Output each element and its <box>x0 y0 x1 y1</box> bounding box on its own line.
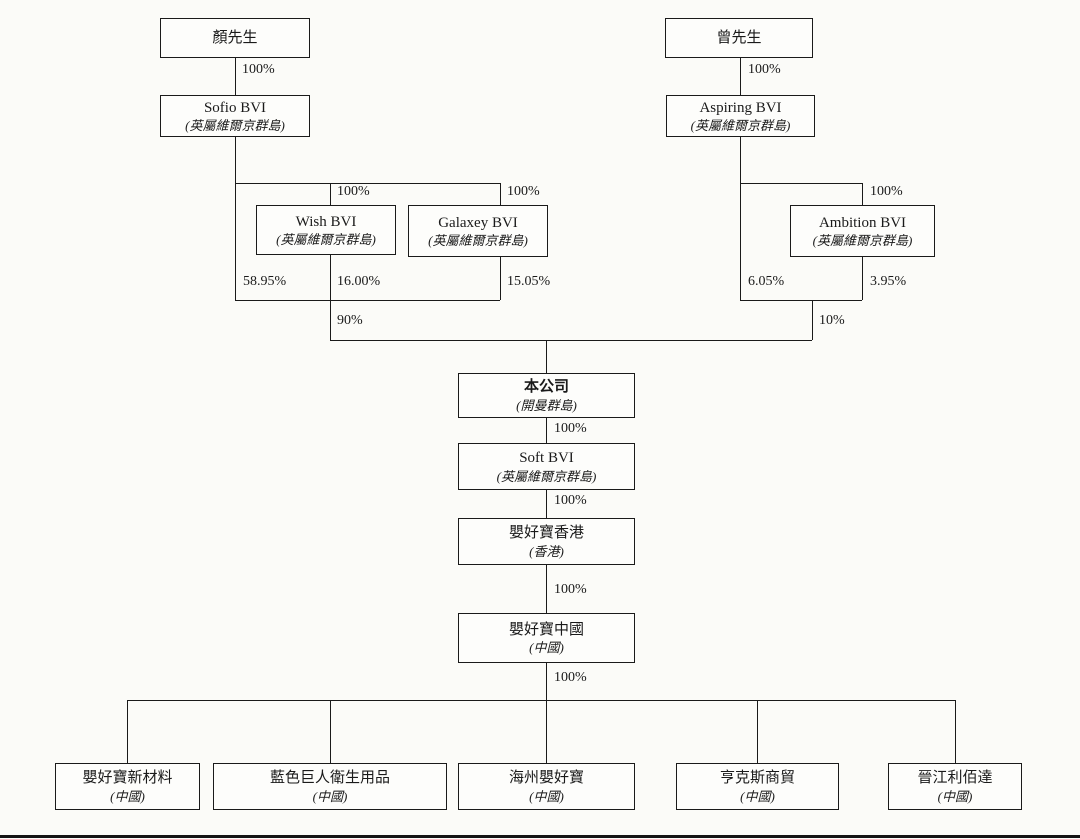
node-label-mr-zeng: 曾先生 <box>716 29 762 46</box>
connector-soft-to-hk <box>546 490 547 518</box>
node-label-sub-blue-giant: 藍色巨人衛生用品 <box>269 770 390 787</box>
node-sublabel-china-company: (中國) <box>529 640 564 655</box>
node-hk-company: 嬰好寶香港(香港) <box>458 518 635 565</box>
connector-into-sub-hengkesi <box>757 700 758 763</box>
percentage-label-pct-yan-sofio: 100% <box>242 62 275 77</box>
connector-aspiring-down <box>740 137 741 300</box>
percentage-label-pct-wish: 100% <box>337 184 370 199</box>
connector-into-sub-haizhou <box>546 700 547 763</box>
connector-into-wish <box>330 183 331 205</box>
node-sub-materials: 嬰好寶新材料(中國) <box>55 763 200 810</box>
node-label-hk-company: 嬰好寶香港 <box>508 525 584 542</box>
connector-yan-to-sofio <box>235 58 236 95</box>
percentage-label-pct-galaxey: 100% <box>507 184 540 199</box>
node-label-galaxey-bvi: Galaxey BVI <box>438 214 518 231</box>
node-sub-blue-giant: 藍色巨人衛生用品(中國) <box>213 763 447 810</box>
node-sub-haizhou: 海州嬰好寶(中國) <box>458 763 635 810</box>
connector-into-ambition <box>862 183 863 205</box>
node-label-sub-jinjiang: 晉江利佰達 <box>917 770 993 787</box>
page-bottom-rule <box>0 835 1080 838</box>
percentage-label-pct-hk-china: 100% <box>554 582 587 597</box>
percentage-label-pct-ambition: 100% <box>870 184 903 199</box>
connector-china-down <box>546 663 547 700</box>
node-mr-yan: 顏先生 <box>160 18 310 58</box>
percentage-label-pct-right-total: 10% <box>819 313 845 328</box>
connector-left-90-down <box>330 300 331 340</box>
percentage-label-pct-soft-hk: 100% <box>554 493 587 508</box>
connector-sofio-down <box>235 137 236 300</box>
node-soft-bvi: Soft BVI(英屬維爾京群島) <box>458 443 635 490</box>
connector-right-10-down <box>812 300 813 340</box>
node-galaxey-bvi: Galaxey BVI (英屬維爾京群島) <box>408 205 548 257</box>
connector-into-sub-materials <box>127 700 128 763</box>
node-label-the-company: 本公司 <box>523 379 569 396</box>
node-sublabel-sub-haizhou: (中國) <box>529 788 564 804</box>
node-label-wish-bvi: Wish BVI <box>295 213 357 230</box>
percentage-label-pct-ambition-holding: 3.95% <box>870 274 907 289</box>
node-sublabel-sub-hengkesi: (中國) <box>740 788 775 804</box>
percentage-label-pct-china-subs: 100% <box>554 670 587 685</box>
node-ambition-bvi: Ambition BVI (英屬維爾京群島) <box>790 205 935 257</box>
node-sublabel-ambition-bvi: (英屬維爾京群島) <box>812 233 913 248</box>
connector-join-left <box>235 300 500 301</box>
connector-wish-down <box>330 255 331 300</box>
connector-branch-right <box>740 183 862 184</box>
node-label-soft-bvi: Soft BVI <box>519 450 574 467</box>
connector-branch-left <box>235 183 500 184</box>
connector-zeng-to-aspiring <box>740 58 741 95</box>
connector-hk-to-china <box>546 565 547 613</box>
node-sublabel-the-company: (開曼群島) <box>516 397 577 413</box>
node-sublabel-galaxey-bvi: (英屬維爾京群島) <box>428 233 528 248</box>
percentage-label-pct-aspiring-direct: 6.05% <box>748 274 785 289</box>
node-sub-hengkesi: 亨克斯商貿(中國) <box>676 763 839 810</box>
node-china-company: 嬰好寶中國 (中國) <box>458 613 635 663</box>
node-label-ambition-bvi: Ambition BVI <box>818 214 907 231</box>
node-sub-jinjiang: 晉江利佰達(中國) <box>888 763 1022 810</box>
connector-bottom-horizontal <box>127 700 955 701</box>
percentage-label-pct-wish-holding: 16.00% <box>337 274 381 289</box>
node-label-sofio-bvi: Sofio BVI <box>203 99 267 116</box>
node-label-sub-materials: 嬰好寶新材料 <box>82 770 173 787</box>
connector-into-sub-jinjiang <box>955 700 956 763</box>
connector-merge-horizontal <box>330 340 812 341</box>
node-sublabel-sub-jinjiang: (中國) <box>937 788 973 804</box>
node-wish-bvi: Wish BVI (英屬維爾京群島) <box>256 205 396 255</box>
node-label-mr-yan: 顏先生 <box>212 29 258 46</box>
node-sublabel-hk-company: (香港) <box>529 543 564 559</box>
connector-into-sub-blue-giant <box>330 700 331 763</box>
node-sublabel-sub-materials: (中國) <box>110 788 145 804</box>
percentage-label-pct-galaxey-holding: 15.05% <box>507 274 551 289</box>
node-sublabel-soft-bvi: (英屬維爾京群島) <box>496 468 597 484</box>
connector-ambition-down <box>862 257 863 300</box>
node-the-company: 本公司(開曼群島) <box>458 373 635 418</box>
node-sublabel-sub-blue-giant: (中國) <box>312 788 348 804</box>
node-label-aspiring-bvi: Aspiring BVI <box>699 99 782 116</box>
percentage-label-pct-company-soft: 100% <box>554 421 587 436</box>
node-mr-zeng: 曾先生 <box>665 18 813 58</box>
percentage-label-pct-zeng-aspiring: 100% <box>748 62 781 77</box>
connector-join-right <box>740 300 862 301</box>
node-label-sub-haizhou: 海州嬰好寶 <box>508 770 584 787</box>
connector-into-galaxey <box>500 183 501 205</box>
connector-into-company <box>546 340 547 373</box>
node-aspiring-bvi: Aspiring BVI (英屬維爾京群島) <box>666 95 815 137</box>
node-sublabel-wish-bvi: (英屬維爾京群島) <box>276 232 376 247</box>
connector-company-to-soft <box>546 418 547 443</box>
node-label-china-company: 嬰好寶中國 <box>508 621 584 638</box>
percentage-label-pct-left-total: 90% <box>337 313 363 328</box>
node-sublabel-aspiring-bvi: (英屬維爾京群島) <box>690 118 791 133</box>
node-label-sub-hengkesi: 亨克斯商貿 <box>719 770 795 787</box>
node-sublabel-sofio-bvi: (英屬維爾京群島) <box>185 118 285 133</box>
connector-galaxey-down <box>500 257 501 300</box>
node-sofio-bvi: Sofio BVI (英屬維爾京群島) <box>160 95 310 137</box>
percentage-label-pct-sofio-direct: 58.95% <box>243 274 287 289</box>
